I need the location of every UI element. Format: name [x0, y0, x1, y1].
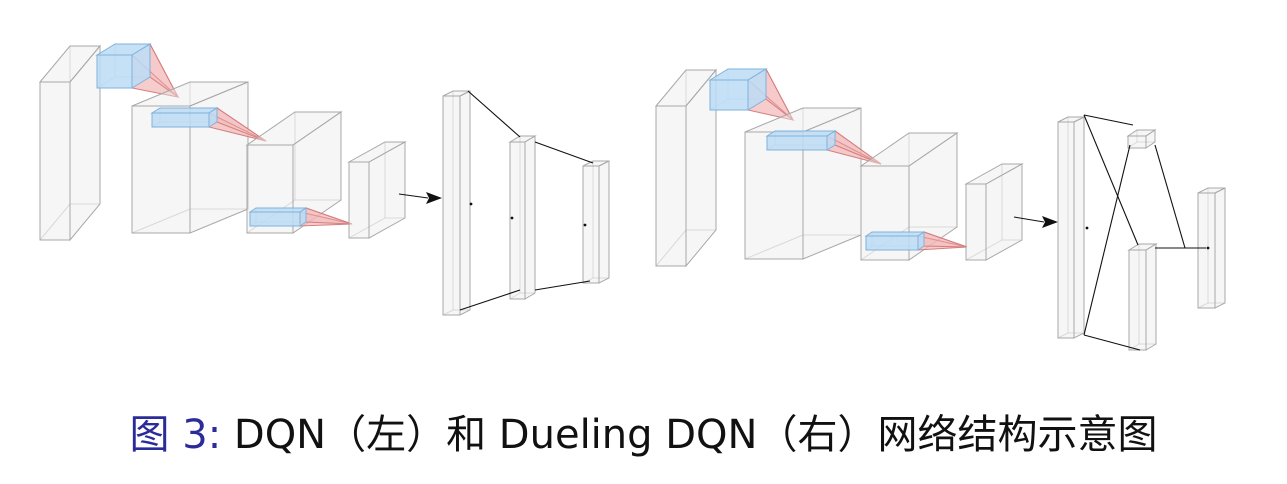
- dqn-kernel-1-cube-front-face: [96, 54, 133, 89]
- dqn-fc1-layer: [442, 90, 471, 316]
- caption-text: DQN（左）和 Dueling DQN（右）网络结构示意图: [233, 412, 1158, 458]
- dueling-kernel-1: [708, 68, 795, 121]
- dqn-output-node: [583, 223, 587, 227]
- dueling-value-stream: [1126, 129, 1157, 149]
- dqn-fc1-node: [469, 202, 473, 206]
- dueling-flatten-arrow: [1013, 216, 1058, 228]
- dqn-flatten-arrow-head: [426, 192, 442, 204]
- dueling-output-layer-hidden-edge: [1197, 302, 1209, 309]
- dueling-conv3-volume-front-face: [965, 183, 987, 261]
- dqn-fc1-layer-side-face: [459, 90, 471, 316]
- dqn-kernel-3-cone: [305, 207, 353, 225]
- dueling-advantage-stream-side-face: [1145, 243, 1157, 351]
- dueling-kernel-3-cube: [864, 231, 926, 251]
- dqn-fc1-layer-hidden-edge: [442, 309, 454, 316]
- dqn-kernel-3: [248, 207, 353, 227]
- dqn-kernel-2-cube-top-face: [150, 107, 219, 114]
- dqn-fc1-layer-front-face: [442, 95, 461, 316]
- dqn-input-volume-front-face: [39, 81, 71, 241]
- dueling-kernel-3-cube-front-face: [865, 235, 919, 251]
- dueling-kernel-2: [765, 130, 882, 165]
- dueling-conv3-volume: [964, 163, 1024, 261]
- dueling-output-layer-front-face: [1197, 192, 1216, 309]
- dqn-kernel-3-cube-front-face: [249, 211, 301, 227]
- dueling-kernel-3-cube-top-face: [864, 231, 926, 237]
- dueling-kernel-2-cube: [765, 130, 837, 151]
- dueling-input-volume-hidden-edge: [655, 229, 687, 267]
- dqn-conv3-volume: [347, 141, 407, 239]
- dqn-kernel-1-cube: [95, 43, 152, 89]
- dqn-connection-line: [534, 141, 594, 164]
- dqn-fc2-layer-front-face: [509, 141, 526, 300]
- dqn-fc2-node: [510, 216, 514, 220]
- dueling-advantage-stream-hidden-edge: [1128, 343, 1140, 351]
- dqn-conv1-volume-side-face: [189, 81, 249, 234]
- dueling-advantage-stream: [1127, 243, 1158, 351]
- dqn-kernel-2-cube: [150, 107, 219, 128]
- dqn-input-volume-hidden-edge: [39, 203, 71, 241]
- dqn-output-layer-front-face: [582, 165, 600, 284]
- dueling-input-volume: [654, 68, 718, 268]
- dqn-kernel-2-cube-front-face: [151, 112, 210, 128]
- dueling-connection-line: [1083, 144, 1131, 336]
- dqn-output-layer-side-face: [598, 160, 610, 284]
- dueling-conv2-volume: [859, 132, 959, 261]
- dueling-flatten-arrow-shaft: [1013, 216, 1045, 223]
- dqn-kernel-3-cube-top-face: [248, 207, 308, 213]
- dueling-connection-line: [1083, 114, 1134, 126]
- dueling-fc1-layer-front-face: [1057, 121, 1075, 339]
- dueling-connection-line: [1083, 334, 1141, 351]
- dueling-fc1-layer: [1057, 116, 1085, 339]
- dqn-kernel-3-cube: [248, 207, 308, 227]
- dqn-connection-line: [467, 90, 521, 138]
- dueling-output-node: [1206, 246, 1210, 250]
- dqn-flatten-arrow: [398, 192, 442, 204]
- figure-caption: 图 3: DQN（左）和 Dueling DQN（右）网络结构示意图: [0, 402, 1287, 460]
- dqn-network: [38, 43, 610, 316]
- dqn-connection-line: [459, 289, 521, 311]
- dueling-kernel-3: [864, 231, 968, 251]
- dueling-value-stream-front-face: [1127, 135, 1147, 149]
- dqn-conv1-volume-hidden-edge: [131, 208, 191, 234]
- dqn-conv3-volume-hidden-edge: [348, 217, 386, 239]
- dqn-flatten-arrow-shaft: [398, 193, 429, 199]
- dueling-conv1-volume-hidden-edge: [744, 234, 804, 260]
- dueling-kernel-1-cube-front-face: [709, 79, 749, 111]
- dqn-conv3-volume-front-face: [348, 161, 370, 239]
- dqn-conv1-volume: [131, 81, 249, 234]
- dqn-kernel-1: [95, 43, 180, 98]
- dqn-connection-line: [534, 280, 591, 291]
- dqn-fc2-layer-side-face: [524, 135, 536, 300]
- dqn-fc2-layer: [508, 135, 537, 300]
- dqn-conv2-volume: [245, 111, 343, 234]
- dueling-advantage-stream-front-face: [1128, 249, 1147, 351]
- dqn-kernel-2: [150, 107, 267, 142]
- dueling-flatten-arrow-head: [1042, 216, 1058, 228]
- dueling-connection-line: [1083, 114, 1139, 246]
- dueling-conv1-volume-front-face: [744, 131, 804, 260]
- dqn-output-layer: [582, 160, 610, 284]
- dueling-fc1-layer-hidden-edge: [1057, 332, 1069, 339]
- network-diagram: [38, 43, 1226, 351]
- dueling-kernel-2-cube-front-face: [766, 135, 828, 151]
- dueling-fc1-node: [1085, 226, 1089, 230]
- dqn-input-volume: [38, 44, 102, 242]
- dueling-connection-line: [1154, 144, 1186, 249]
- dueling-fc1-layer-side-face: [1073, 116, 1085, 339]
- dueling-kernel-1-cube: [708, 68, 768, 111]
- dueling-output-layer: [1197, 187, 1226, 309]
- dueling-dqn-network: [654, 68, 1226, 351]
- dueling-conv3-volume-hidden-edge: [965, 239, 1003, 261]
- dqn-fc2-layer-hidden-edge: [509, 292, 521, 300]
- dueling-output-layer-side-face: [1214, 187, 1226, 309]
- caption-label: 图 3:: [129, 412, 222, 458]
- dueling-input-volume-front-face: [655, 105, 687, 267]
- dueling-kernel-2-cube-top-face: [765, 130, 837, 137]
